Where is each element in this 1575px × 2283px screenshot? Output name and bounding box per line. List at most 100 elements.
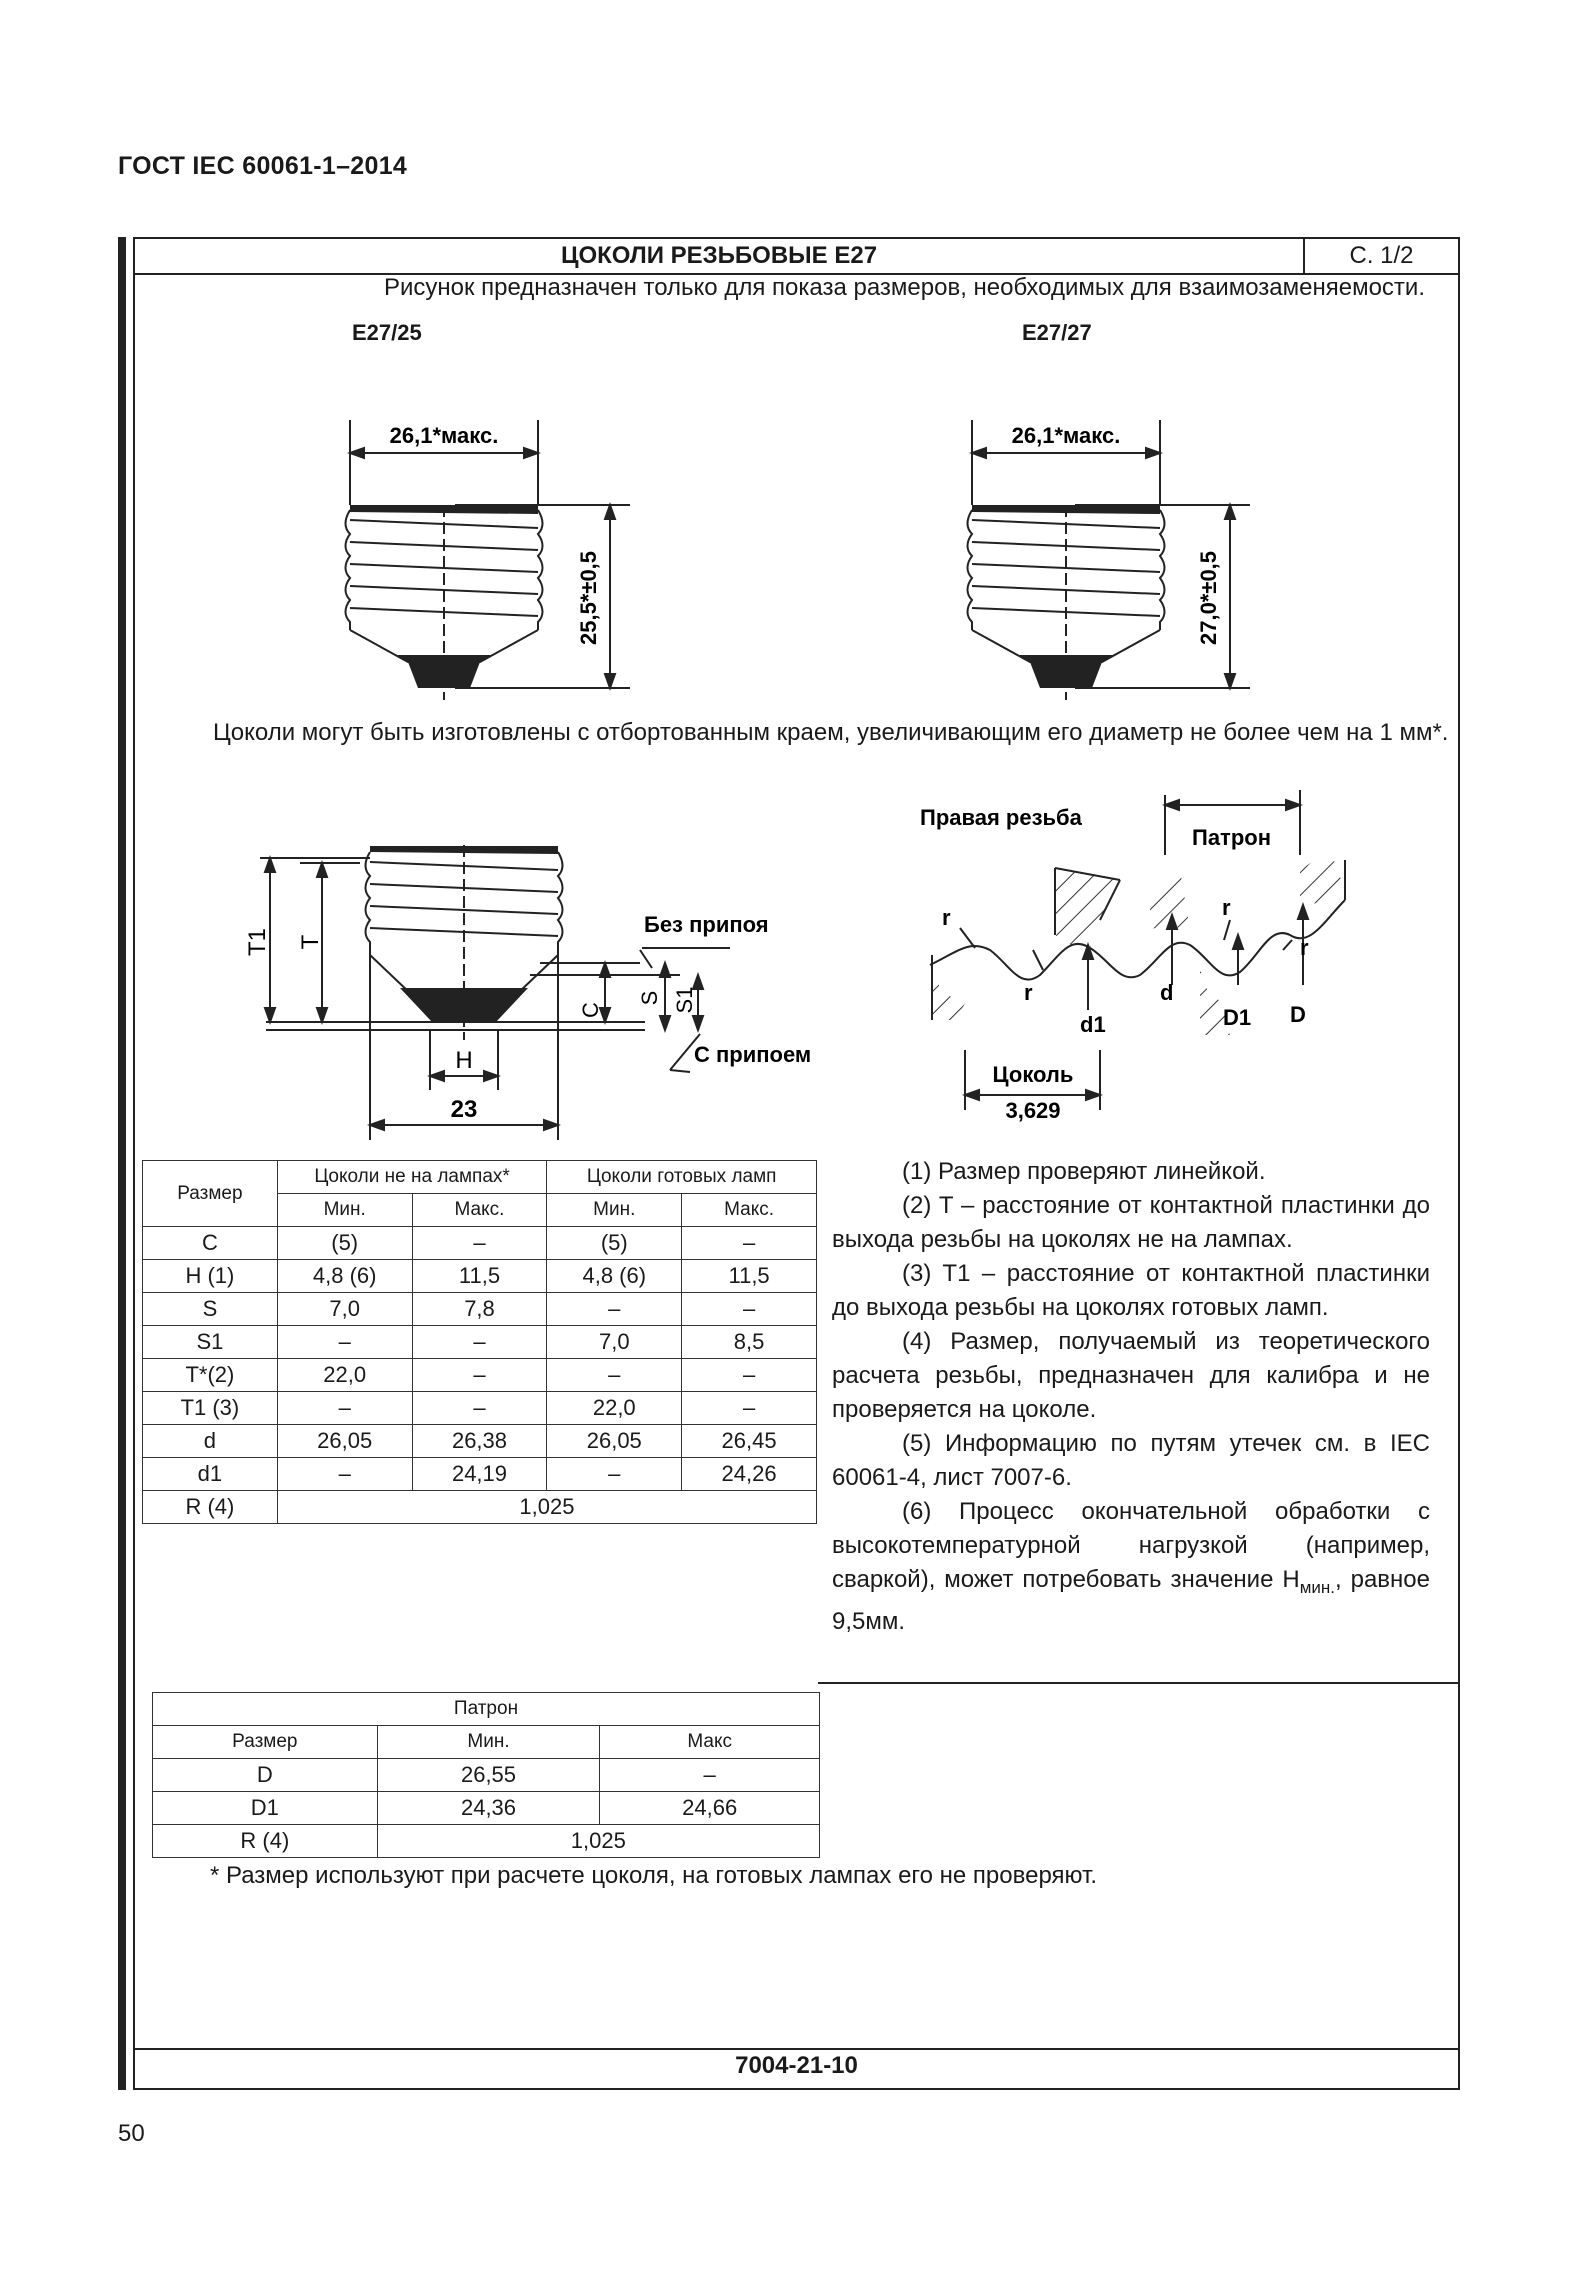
t1-row: C(5)–(5)–: [142, 1226, 817, 1260]
t1-r-label: R (4): [142, 1490, 278, 1524]
sheet-title: ЦОКОЛИ РЕЗЬБОВЫЕ Е27: [560, 242, 878, 269]
fig4-r2-label: r: [1024, 980, 1033, 1005]
fig3-H-label: H: [455, 1047, 472, 1074]
intro-text: Рисунок предназначен только для показа р…: [383, 274, 1425, 301]
note-6-sub: мин.: [1299, 1577, 1335, 1597]
sheet-number: С. 1/2: [1349, 242, 1414, 269]
t1-header-min: Мин.: [276, 1193, 413, 1227]
fig1-drawing: 26,1*макс. 25,5*±0,5: [344, 420, 630, 700]
t1-cell: –: [546, 1457, 683, 1491]
t1-cell: T*(2): [142, 1358, 278, 1392]
t1-cell: d: [142, 1424, 278, 1458]
t1-cell: –: [546, 1292, 683, 1326]
t1-cell: 24,26: [681, 1457, 817, 1491]
flange-paragraph: Цоколи могут быть изготовлены с отбортов…: [213, 719, 1449, 746]
fig4-d1-label: d1: [1080, 1012, 1106, 1037]
t1-cell: 4,8 (6): [546, 1259, 683, 1293]
note-6-text: (6) Процесс окончательной обработки с вы…: [832, 1498, 1430, 1593]
t1-cell: 22,0: [276, 1358, 413, 1392]
t1-cell: 24,19: [411, 1457, 548, 1491]
t2-r-label: R (4): [152, 1824, 378, 1858]
note-4: (4) Размер, получаемый из теоретического…: [832, 1328, 1430, 1423]
title-divider: [133, 273, 1460, 275]
footnote: * Размер используют при расчете цоколя, …: [210, 1862, 1097, 1889]
fig3-with-solder-label: С припоем: [694, 1042, 811, 1067]
t1-header-size: Размер: [142, 1160, 278, 1227]
note-1: (1) Размер проверяют линейкой.: [902, 1158, 1266, 1185]
t1-header-group1: Цоколи не на лампах*: [276, 1160, 548, 1194]
fig1-label: E27/25: [352, 320, 422, 345]
t2-cell: 24,36: [376, 1791, 601, 1825]
t1-cell: 7,8: [411, 1292, 548, 1326]
fig4-thread-label: Правая резьба: [920, 805, 1083, 830]
notes: (1) Размер проверяют линейкой. (2) T – р…: [832, 1155, 1430, 1639]
fig4-cap-label: Цоколь: [993, 1062, 1074, 1087]
t2-title: Патрон: [152, 1692, 820, 1726]
fig1-width-label: 26,1*макс.: [390, 423, 499, 448]
fig4-r3-label: r: [1222, 895, 1231, 920]
fig4-d-label: d: [1160, 980, 1173, 1005]
t1-r-value: 1,025: [276, 1490, 818, 1524]
t1-cell: C: [142, 1226, 278, 1260]
t1-cell: H (1): [142, 1259, 278, 1293]
t1-cell: –: [276, 1325, 413, 1359]
t1-cell: –: [411, 1325, 548, 1359]
t1-row: T1 (3)––22,0–: [142, 1391, 817, 1425]
t1-cell: 26,05: [546, 1424, 683, 1458]
t1-cell: –: [411, 1391, 548, 1425]
t2-header-max: Макс: [599, 1725, 820, 1759]
fig3-C-label: C: [578, 1002, 603, 1018]
t1-cell: –: [276, 1391, 413, 1425]
t1-cell: T1 (3): [142, 1391, 278, 1425]
t2-r-value: 1,025: [376, 1824, 821, 1858]
fig1-height-label: 25,5*±0,5: [576, 551, 601, 645]
fig4-pitch-label: 3,629: [1005, 1098, 1060, 1123]
t1-cell: –: [681, 1226, 817, 1260]
document-header: ГОСТ IEC 60061-1–2014: [118, 152, 408, 180]
t2-cell: 24,66: [599, 1791, 820, 1825]
footer-divider: [133, 2048, 1460, 2050]
t1-cell: 11,5: [681, 1259, 817, 1293]
t2-header-min: Мин.: [376, 1725, 601, 1759]
t1-cell: 7,0: [546, 1325, 683, 1359]
fig4-r1-label: r: [942, 905, 951, 930]
t1-cell: (5): [546, 1226, 683, 1260]
t1-cell: d1: [142, 1457, 278, 1491]
t2-cell: D: [152, 1758, 378, 1792]
t2-cell: –: [599, 1758, 820, 1792]
fig4-r4-label: r: [1300, 935, 1309, 960]
t1-cell: –: [681, 1358, 817, 1392]
t1-cell: –: [276, 1457, 413, 1491]
fig4-holder-label: Патрон: [1192, 825, 1271, 850]
t1-header-group2: Цоколи готовых ламп: [546, 1160, 817, 1194]
note-6-tail: , равное 9,5мм.: [832, 1566, 1431, 1635]
t1-cell: 8,5: [681, 1325, 817, 1359]
note-6: (6) Процесс окончательной обработки с вы…: [832, 1495, 1430, 1639]
frame-left-bar: [118, 237, 126, 2090]
fig2-height-label: 27,0*±0,5: [1196, 551, 1221, 645]
fig2-drawing: 26,1*макс. 27,0*±0,5: [966, 420, 1250, 700]
page-number: 50: [118, 2120, 145, 2147]
note-5: (5) Информацию по путям утечек см. в IEC…: [832, 1430, 1430, 1491]
fig3-S1-label: S1: [672, 987, 697, 1014]
t1-cell: 22,0: [546, 1391, 683, 1425]
t1-cell: 7,0: [276, 1292, 413, 1326]
t1-cell: –: [681, 1292, 817, 1326]
fig2-width-label: 26,1*макс.: [1012, 423, 1121, 448]
t1-row: T*(2)22,0–––: [142, 1358, 817, 1392]
t1-header-min: Мин.: [546, 1193, 683, 1227]
sheet-code: 7004-21-10: [735, 2052, 858, 2079]
fig4-D1-label: D1: [1223, 1005, 1251, 1030]
t1-cell: 4,8 (6): [276, 1259, 413, 1293]
t1-header-max: Макс.: [411, 1193, 548, 1227]
t1-cell: –: [546, 1358, 683, 1392]
t1-cell: 11,5: [411, 1259, 548, 1293]
fig4-D-label: D: [1290, 1002, 1306, 1027]
sheet-frame: [133, 237, 1460, 2090]
t2-cell: 26,55: [376, 1758, 601, 1792]
